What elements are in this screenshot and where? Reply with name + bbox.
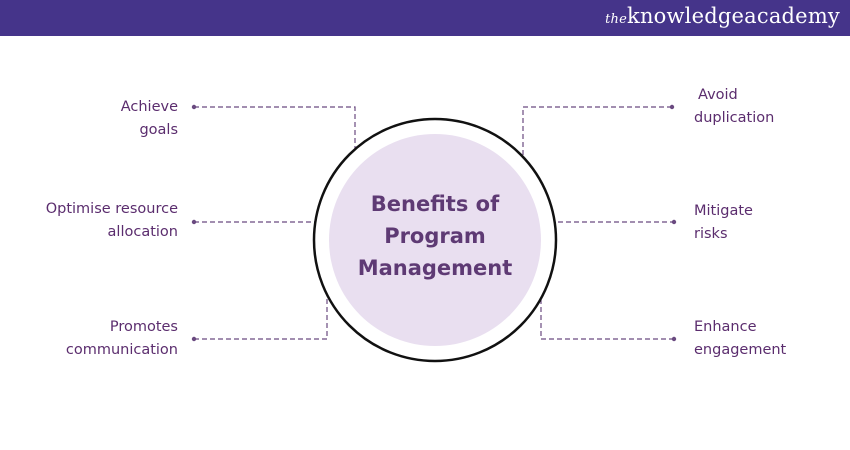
connector-dot	[191, 104, 197, 110]
header-bar: theknowledgeacademy	[0, 0, 850, 36]
brand-name: knowledgeacademy	[627, 4, 840, 28]
label-line: goals	[139, 122, 178, 138]
connector-dot	[191, 336, 197, 342]
benefit-avoid-duplication: Avoid duplication	[694, 84, 774, 130]
label-line: Avoid	[698, 87, 738, 103]
label-line: Promotes	[109, 319, 178, 335]
inner-circle	[329, 134, 541, 346]
benefit-optimise-resource: Optimise resource allocation	[46, 198, 178, 244]
connector-avoid-duplication	[522, 106, 672, 155]
label-line: Enhance	[694, 319, 757, 335]
center-title-line: Program	[384, 224, 486, 248]
connector-dot	[191, 219, 197, 225]
center-title-line: Benefits of	[370, 192, 500, 216]
connector-dot	[671, 219, 677, 225]
connector-achieve-goals	[194, 106, 356, 152]
benefit-mitigate-risks: Mitigate risks	[694, 200, 753, 246]
benefit-promotes-communication: Promotes communication	[66, 316, 178, 362]
label-line: communication	[65, 342, 178, 358]
brand-prefix: the	[605, 12, 628, 27]
connector-enhance-engagement	[540, 300, 674, 340]
label-line: Achieve	[120, 99, 178, 115]
label-line: Mitigate	[694, 203, 753, 219]
connector-dot	[671, 336, 677, 342]
label-line: risks	[694, 226, 728, 242]
label-line: allocation	[107, 224, 178, 240]
label-line: duplication	[694, 110, 775, 126]
benefit-enhance-engagement: Enhance engagement	[694, 316, 786, 362]
brand-logo: theknowledgeacademy	[605, 4, 840, 28]
label-line: engagement	[694, 342, 787, 358]
label-line: Optimise resource	[45, 201, 178, 217]
benefit-achieve-goals: Achieve goals	[121, 96, 178, 142]
center-title-line: Management	[357, 256, 513, 280]
center-title: Benefits of Program Management	[335, 188, 535, 284]
connector-promotes-communication	[194, 298, 328, 340]
connector-dot	[669, 104, 675, 110]
